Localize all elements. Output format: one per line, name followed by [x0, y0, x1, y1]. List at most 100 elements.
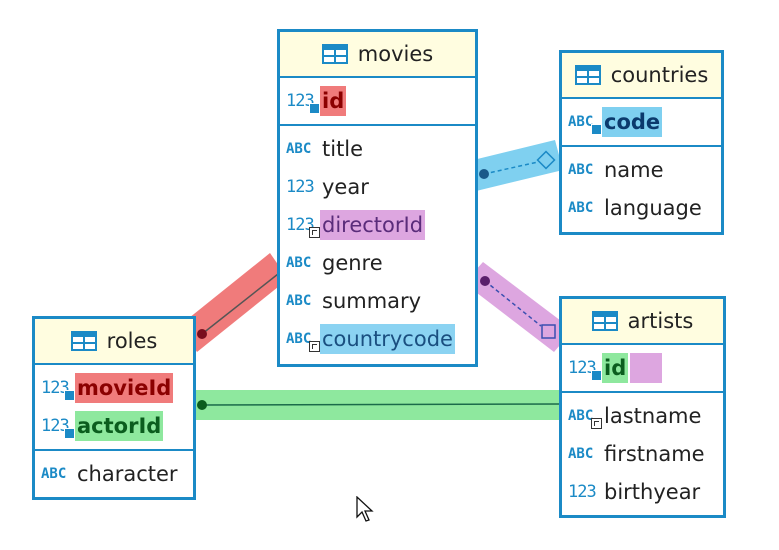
field-row[interactable]: ABC code: [562, 103, 721, 141]
field-row[interactable]: ABC summary: [280, 282, 475, 320]
entity-header[interactable]: countries: [562, 53, 721, 99]
entity-movies[interactable]: movies 123 id ABC title 123 year 123 dir…: [277, 29, 478, 367]
field-name: id: [320, 86, 347, 116]
relationship-line-purple: [484, 280, 542, 327]
field-name: title: [322, 137, 364, 161]
field-row[interactable]: ABC lastname: [562, 397, 723, 435]
relationship-end-dot: [197, 329, 207, 339]
relationship-highlight-red: [179, 253, 288, 352]
text-type-icon: ABC: [568, 200, 594, 216]
field-row[interactable]: ABC character: [35, 455, 193, 493]
relationship-end-dot: [197, 400, 207, 410]
field-name: code: [602, 107, 663, 137]
pk-section: 123 movieId 123 actorId: [35, 365, 193, 451]
primary-key-icon: [64, 428, 75, 439]
relationship-line-red: [201, 273, 279, 335]
fields-section: ABC title 123 year 123 directorId ABC ge…: [280, 126, 475, 362]
relationship-marker-purple: [630, 353, 663, 383]
text-type-icon: ABC: [568, 404, 602, 429]
relationship-roles-movies[interactable]: [179, 253, 288, 352]
field-row[interactable]: ABC language: [562, 189, 721, 227]
field-row[interactable]: 123 id: [562, 349, 723, 387]
numeric-type-icon: 123: [568, 482, 597, 502]
field-row[interactable]: 123 movieId: [35, 369, 193, 407]
field-name: lastname: [604, 404, 702, 428]
field-row[interactable]: 123 actorId: [35, 407, 193, 445]
field-row[interactable]: 123 id: [280, 82, 475, 120]
entity-header[interactable]: roles: [35, 319, 193, 365]
table-icon: [70, 331, 97, 351]
text-type-icon: ABC: [41, 466, 67, 482]
entity-artists[interactable]: artists 123 id ABC lastname ABC firstnam…: [559, 296, 726, 518]
entity-header[interactable]: movies: [280, 32, 475, 78]
mouse-cursor-icon: [356, 496, 374, 522]
relationship-movies-countries[interactable]: [465, 140, 563, 192]
field-row[interactable]: 123 directorId: [280, 206, 475, 244]
field-row[interactable]: ABC title: [280, 130, 475, 168]
table-icon: [591, 311, 618, 331]
text-type-icon: ABC: [286, 293, 312, 309]
text-type-icon: ABC: [568, 446, 594, 462]
relationship-highlight-blue: [465, 140, 563, 192]
field-name: name: [604, 158, 664, 182]
entity-title: artists: [627, 309, 694, 333]
fields-section: ABC lastname ABC firstname 123 birthyear: [562, 393, 723, 515]
field-name: firstname: [604, 442, 705, 466]
field-name: year: [322, 175, 369, 199]
entity-header[interactable]: artists: [562, 299, 723, 345]
field-name: summary: [322, 289, 422, 313]
relationship-line-green: [201, 403, 563, 406]
field-name: genre: [322, 251, 383, 275]
field-name: countrycode: [320, 324, 455, 354]
pk-section: ABC code: [562, 99, 721, 147]
numeric-type-icon: 123: [41, 376, 75, 401]
entity-title: movies: [357, 42, 434, 66]
field-row[interactable]: 123 year: [280, 168, 475, 206]
foreign-key-icon: [309, 341, 320, 352]
entity-roles[interactable]: roles 123 movieId 123 actorId ABC charac…: [32, 316, 196, 500]
pk-section: 123 id: [280, 78, 475, 126]
field-name: character: [77, 462, 178, 486]
primary-key-icon: [591, 370, 602, 381]
table-icon: [321, 44, 348, 64]
relationship-end-dot: [479, 169, 489, 179]
field-name: birthyear: [604, 480, 701, 504]
relationship-end-dot: [480, 276, 490, 286]
fields-section: ABC character: [35, 451, 193, 497]
foreign-key-icon: [591, 418, 602, 429]
field-row[interactable]: ABC genre: [280, 244, 475, 282]
field-row[interactable]: ABC firstname: [562, 435, 723, 473]
text-type-icon: ABC: [568, 162, 594, 178]
field-row[interactable]: ABC countrycode: [280, 320, 475, 358]
relationship-roles-artists[interactable]: [196, 390, 563, 420]
entity-title: countries: [610, 63, 709, 87]
field-name: id: [602, 353, 629, 383]
foreign-key-icon: [309, 227, 320, 238]
entity-title: roles: [106, 329, 158, 353]
numeric-type-icon: 123: [286, 177, 315, 197]
field-name: language: [604, 196, 702, 220]
text-type-icon: ABC: [568, 110, 602, 135]
field-name: directorId: [320, 210, 426, 240]
field-row[interactable]: ABC name: [562, 151, 721, 189]
numeric-type-icon: 123: [286, 213, 320, 238]
fields-section: ABC name ABC language: [562, 147, 721, 231]
field-row[interactable]: 123 birthyear: [562, 473, 723, 511]
relationship-end-square: [541, 324, 556, 339]
relationship-end-diamond: [536, 150, 556, 170]
text-type-icon: ABC: [286, 327, 320, 352]
relationship-line-blue: [483, 161, 539, 175]
table-icon: [574, 65, 601, 85]
numeric-type-icon: 123: [41, 414, 75, 439]
primary-key-icon: [309, 103, 320, 114]
field-name: movieId: [75, 373, 174, 403]
entity-countries[interactable]: countries ABC code ABC name ABC language: [559, 50, 724, 235]
text-type-icon: ABC: [286, 141, 312, 157]
field-name: actorId: [75, 411, 164, 441]
relationship-movies-artists[interactable]: [464, 262, 573, 352]
text-type-icon: ABC: [286, 255, 312, 271]
primary-key-icon: [64, 390, 75, 401]
primary-key-icon: [591, 124, 602, 135]
pk-section: 123 id: [562, 345, 723, 393]
